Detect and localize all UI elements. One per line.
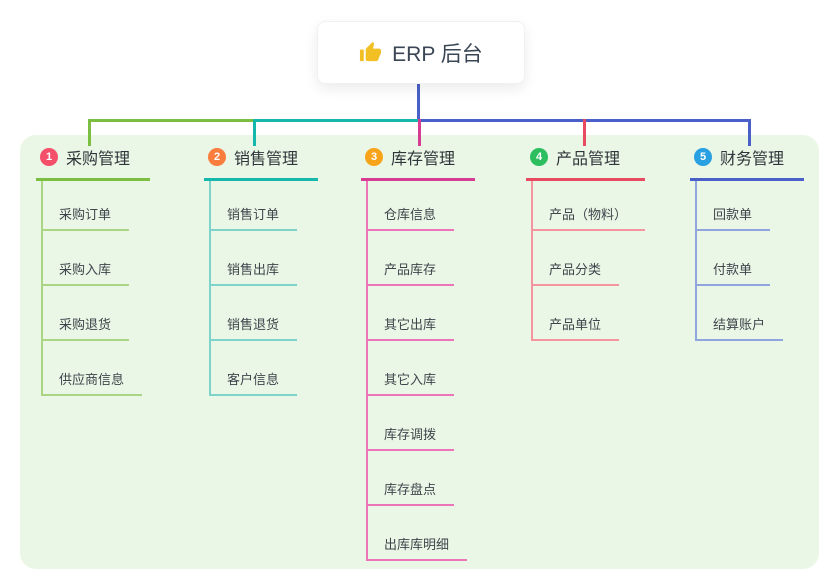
child-node[interactable]: 其它出库: [368, 286, 467, 341]
root-label: ERP 后台: [392, 42, 483, 66]
child-node[interactable]: 仓库信息: [368, 181, 467, 231]
branch-label: 财务管理: [720, 151, 785, 168]
branch-5: 5 财务管理回款单付款单结算账户: [690, 145, 804, 341]
child-node-label: 采购退货: [43, 314, 130, 341]
child-node[interactable]: 结算账户: [697, 286, 784, 341]
child-node-label: 供应商信息: [43, 369, 143, 396]
child-node-label: 结算账户: [697, 314, 784, 341]
child-node-label: 销售订单: [211, 204, 298, 231]
branch-drop-line: [253, 119, 256, 146]
child-node[interactable]: 产品（物料）: [533, 181, 646, 231]
child-node-label: 产品单位: [533, 314, 620, 341]
branch-header[interactable]: 5 财务管理: [690, 145, 804, 181]
child-node-label: 采购订单: [43, 204, 130, 231]
child-node-label: 回款单: [697, 204, 771, 231]
child-node[interactable]: 销售退货: [211, 286, 298, 341]
branch-children: 仓库信息产品库存其它出库其它入库库存调拨库存盘点出库库明细: [366, 181, 468, 561]
branches-panel: [20, 135, 819, 569]
child-node-label: 其它入库: [368, 369, 455, 396]
bus-segment-mid: [253, 119, 418, 122]
branch-number-badge: 4: [530, 148, 548, 166]
child-node-label: 出库库明细: [368, 534, 468, 561]
branch-children: 回款单付款单结算账户: [695, 181, 784, 341]
child-node-label: 产品（物料）: [533, 204, 646, 231]
branch-children: 采购订单采购入库采购退货供应商信息: [41, 181, 143, 396]
child-node-label: 库存盘点: [368, 479, 455, 506]
branch-header[interactable]: 2 销售管理: [204, 145, 318, 181]
child-node[interactable]: 库存调拨: [368, 396, 467, 451]
child-node[interactable]: 产品库存: [368, 231, 467, 286]
thumbs-up-icon: [360, 41, 382, 62]
branch-label: 销售管理: [234, 151, 299, 168]
branch-number-badge: 2: [208, 148, 226, 166]
bus-segment-left: [88, 119, 253, 122]
branch-drop-line: [583, 119, 586, 146]
child-node[interactable]: 销售订单: [211, 181, 298, 231]
branch-drop-line: [418, 119, 421, 146]
child-node-label: 客户信息: [211, 369, 298, 396]
child-node-label: 付款单: [697, 259, 771, 286]
child-node[interactable]: 付款单: [697, 231, 783, 286]
branch-number-badge: 5: [694, 148, 712, 166]
branch-header[interactable]: 4 产品管理: [526, 145, 646, 181]
child-node-label: 产品库存: [368, 259, 455, 286]
branch-4: 4 产品管理产品（物料） 产品分类产品单位: [526, 145, 646, 341]
branch-3: 3 库存管理仓库信息产品库存其它出库其它入库库存调拨库存盘点出库库明细: [361, 145, 475, 561]
child-node[interactable]: 客户信息: [211, 341, 298, 396]
branch-1: 1 采购管理采购订单采购入库采购退货供应商信息: [36, 145, 150, 396]
branch-label: 库存管理: [391, 151, 456, 168]
branch-number-badge: 3: [365, 148, 383, 166]
child-node-label: 其它出库: [368, 314, 455, 341]
child-node-label: 采购入库: [43, 259, 130, 286]
child-node[interactable]: 产品单位: [533, 286, 645, 341]
branch-label: 产品管理: [556, 151, 621, 168]
branch-header[interactable]: 3 库存管理: [361, 145, 475, 181]
child-node[interactable]: 产品分类: [533, 231, 645, 286]
branch-number-badge: 1: [40, 148, 58, 166]
branch-drop-line: [88, 119, 91, 146]
child-node[interactable]: 采购订单: [43, 181, 142, 231]
branch-2: 2 销售管理销售订单销售出库销售退货客户信息: [204, 145, 318, 396]
branch-label: 采购管理: [66, 151, 131, 168]
child-node-label: 库存调拨: [368, 424, 455, 451]
root-connector-line: [417, 82, 420, 122]
branch-drop-line: [748, 119, 751, 146]
child-node-label: 销售退货: [211, 314, 298, 341]
branch-children: 产品（物料） 产品分类产品单位: [531, 181, 646, 341]
child-node[interactable]: 销售出库: [211, 231, 298, 286]
child-node-label: 销售出库: [211, 259, 298, 286]
root-node[interactable]: ERP 后台: [317, 21, 525, 84]
child-node[interactable]: 采购入库: [43, 231, 142, 286]
child-node[interactable]: 出库库明细: [368, 506, 468, 561]
child-node[interactable]: 采购退货: [43, 286, 142, 341]
child-node[interactable]: 回款单: [697, 181, 783, 231]
child-node[interactable]: 供应商信息: [43, 341, 143, 396]
child-node[interactable]: 其它入库: [368, 341, 467, 396]
child-node-label: 仓库信息: [368, 204, 455, 231]
child-node-label: 产品分类: [533, 259, 620, 286]
branch-children: 销售订单销售出库销售退货客户信息: [209, 181, 298, 396]
branch-header[interactable]: 1 采购管理: [36, 145, 150, 181]
child-node[interactable]: 库存盘点: [368, 451, 467, 506]
